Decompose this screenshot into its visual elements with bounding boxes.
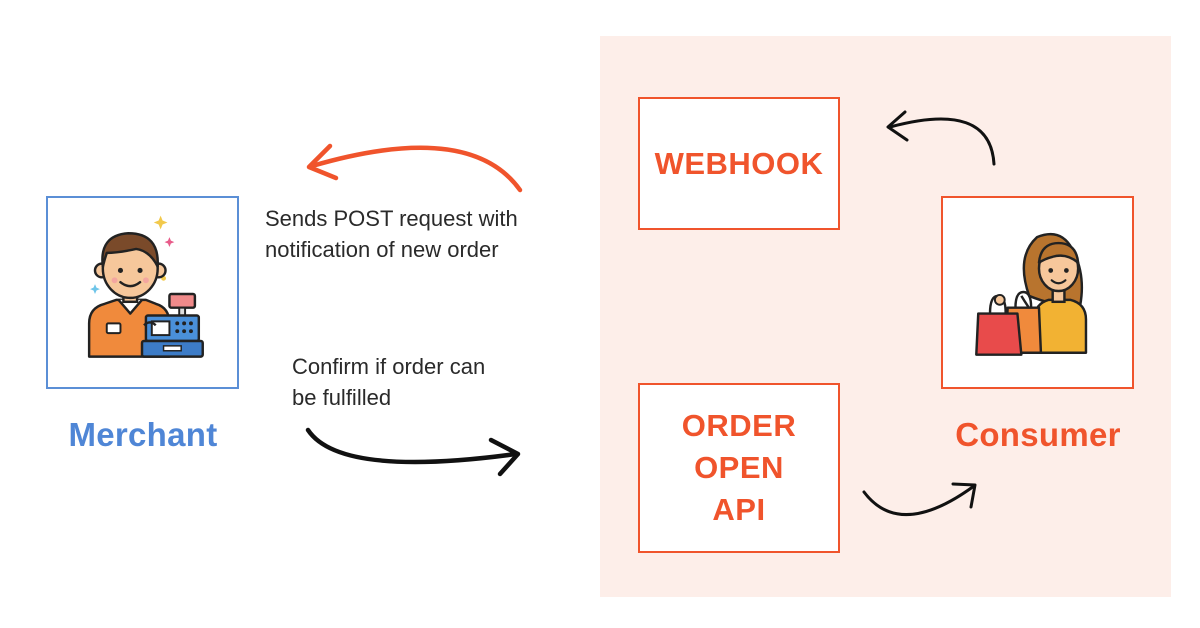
merchant-to-api-arrow	[305, 427, 521, 477]
merchant-box	[46, 196, 239, 389]
merchant-cashier-icon	[87, 215, 204, 358]
confirm-note-line-2: be fulfilled	[292, 385, 392, 410]
merchant-caption: Merchant	[68, 416, 218, 453]
post-request-note: Sends POST request with notification of …	[265, 203, 585, 265]
post-request-note-line-2: notification of new order	[265, 237, 499, 262]
confirm-note: Confirm if order can be fulfilled	[292, 351, 562, 413]
shopper-with-bags-icon	[975, 233, 1088, 356]
post-request-note-line-1: Sends POST request with	[265, 206, 518, 231]
api-label-line-1: ORDER	[681, 408, 797, 443]
order-open-api-label: ORDER OPEN API	[682, 405, 796, 531]
webhook-to-merchant-arrow	[306, 143, 523, 193]
api-label-line-3: API	[712, 492, 766, 527]
webhook-label: WEBHOOK	[654, 145, 824, 181]
order-open-api-box: ORDER OPEN API	[638, 383, 840, 553]
api-label-line-2: OPEN	[694, 450, 784, 485]
consumer-box	[941, 196, 1134, 389]
webhook-box: WEBHOOK	[638, 97, 840, 230]
consumer-caption: Consumer	[955, 416, 1121, 453]
confirm-note-line-1: Confirm if order can	[292, 354, 486, 379]
